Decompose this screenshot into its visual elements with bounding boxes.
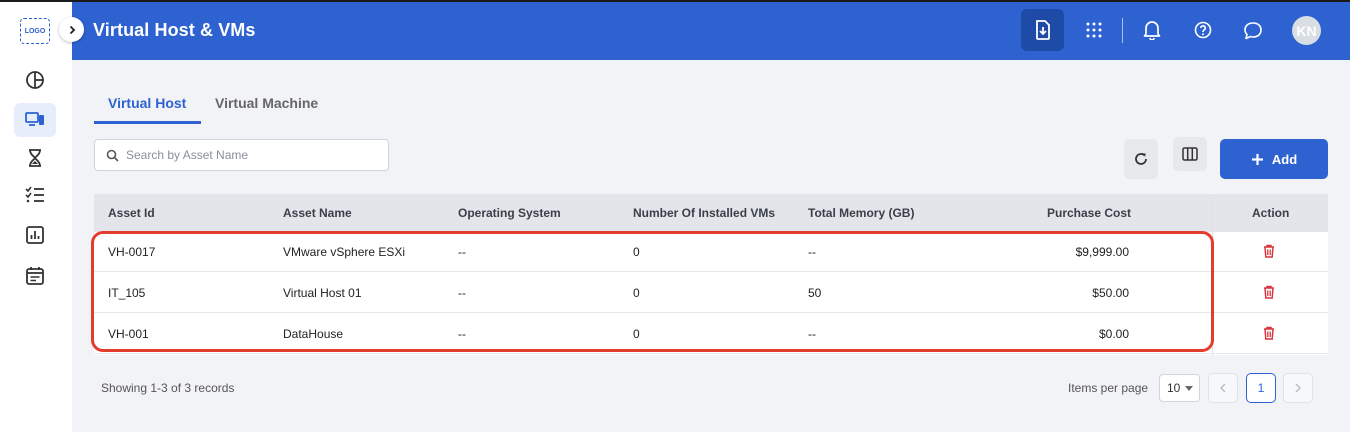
download-button[interactable] (1021, 9, 1064, 51)
items-per-page-value: 10 (1167, 381, 1181, 395)
pie-chart-icon (26, 71, 44, 89)
chat-button[interactable] (1231, 9, 1274, 51)
apps-grid-icon (1086, 22, 1101, 38)
help-circle-icon (1194, 21, 1211, 39)
sidebar-item-calendar[interactable] (14, 258, 56, 292)
cell-total-memory: -- (808, 327, 816, 341)
page-title: Virtual Host & VMs (93, 20, 256, 40)
add-button[interactable]: Add (1220, 139, 1328, 179)
chevron-left-icon (1220, 383, 1226, 393)
column-header-installed-vms[interactable]: Number Of Installed VMs (633, 206, 776, 220)
cell-installed-vms: 0 (633, 327, 640, 341)
hourglass-icon (29, 149, 41, 167)
avatar[interactable]: KN (1292, 16, 1321, 45)
sidebar-item-dashboard[interactable] (14, 63, 56, 97)
search-icon (106, 149, 119, 162)
trash-icon[interactable] (1263, 244, 1275, 258)
sidebar-item-reports[interactable] (14, 218, 56, 252)
active-tab-indicator (94, 121, 201, 124)
column-header-action: Action (1252, 206, 1290, 220)
column-header-purchase-cost[interactable]: Purchase Cost (1047, 206, 1132, 220)
refresh-icon (1135, 153, 1147, 165)
trash-icon[interactable] (1263, 285, 1275, 299)
table-row[interactable]: IT_105 Virtual Host 01 -- 0 50 $50.00 (94, 273, 1328, 313)
columns-button[interactable] (1173, 137, 1207, 171)
devices-icon (25, 112, 44, 126)
sidebar-item-tasks[interactable] (14, 178, 56, 212)
search-box (94, 139, 389, 171)
calendar-icon (26, 266, 44, 285)
cell-asset-id: VH-0017 (108, 245, 156, 259)
cell-os: -- (458, 245, 466, 259)
assets-table: Asset Id Asset Name Operating System Num… (94, 194, 1328, 355)
cell-purchase-cost: $9,999.00 (1075, 245, 1129, 259)
apps-button[interactable] (1072, 9, 1115, 51)
cell-asset-id: IT_105 (108, 286, 146, 300)
column-header-os[interactable]: Operating System (458, 206, 561, 220)
cell-total-memory: 50 (808, 286, 822, 300)
cell-installed-vms: 0 (633, 245, 640, 259)
sidebar: LOGO (0, 0, 72, 432)
tab-virtual-host[interactable]: Virtual Host (108, 95, 187, 111)
cell-purchase-cost: $50.00 (1092, 286, 1129, 300)
cell-installed-vms: 0 (633, 286, 640, 300)
chevron-down-icon (1185, 386, 1193, 391)
cell-os: -- (458, 286, 466, 300)
plus-icon (1251, 153, 1263, 165)
cell-purchase-cost: $0.00 (1098, 327, 1129, 341)
column-header-asset-name[interactable]: Asset Name (283, 206, 352, 220)
chevron-right-icon (69, 25, 75, 34)
table-row[interactable]: VH-0017 VMware vSphere ESXi -- 0 -- $9,9… (94, 232, 1328, 272)
trash-icon[interactable] (1263, 326, 1275, 340)
tab-virtual-machine[interactable]: Virtual Machine (215, 95, 319, 111)
action-column-separator (1212, 194, 1213, 355)
checklist-icon (25, 186, 44, 203)
header: Virtual Host & VMs KN (72, 0, 1350, 60)
notifications-button[interactable] (1130, 9, 1173, 51)
download-file-icon (1035, 20, 1050, 40)
cell-asset-name: DataHouse (283, 327, 344, 341)
column-header-asset-id[interactable]: Asset Id (108, 206, 155, 220)
help-button[interactable] (1181, 9, 1224, 51)
page-1-button[interactable]: 1 (1246, 373, 1276, 403)
column-header-total-memory[interactable]: Total Memory (GB) (808, 206, 915, 220)
top-border (0, 0, 1350, 2)
items-per-page-select[interactable]: 10 (1159, 374, 1200, 402)
add-button-label: Add (1271, 151, 1298, 167)
chat-bubble-icon (1243, 21, 1262, 39)
cell-total-memory: -- (808, 245, 816, 259)
logo: LOGO (20, 18, 50, 44)
bar-report-icon (26, 226, 44, 244)
sidebar-item-assets[interactable] (14, 103, 56, 137)
next-page-button[interactable] (1283, 373, 1313, 403)
cell-asset-id: VH-001 (108, 327, 149, 341)
chevron-right-icon (1295, 383, 1301, 393)
items-per-page-label: Items per page (1068, 381, 1149, 395)
sidebar-item-pending[interactable] (14, 141, 56, 175)
bell-icon (1143, 21, 1160, 40)
header-divider (1122, 18, 1123, 43)
refresh-button[interactable] (1124, 139, 1158, 179)
expand-sidebar-button[interactable] (59, 17, 84, 42)
previous-page-button[interactable] (1208, 373, 1238, 403)
columns-icon (1182, 147, 1198, 161)
cell-asset-name: Virtual Host 01 (283, 286, 362, 300)
table-row[interactable]: VH-001 DataHouse -- 0 -- $0.00 (94, 314, 1328, 354)
search-input[interactable] (126, 140, 381, 170)
table-header: Asset Id Asset Name Operating System Num… (94, 194, 1328, 232)
cell-asset-name: VMware vSphere ESXi (283, 245, 406, 259)
cell-os: -- (458, 327, 466, 341)
records-count: Showing 1-3 of 3 records (101, 381, 235, 395)
